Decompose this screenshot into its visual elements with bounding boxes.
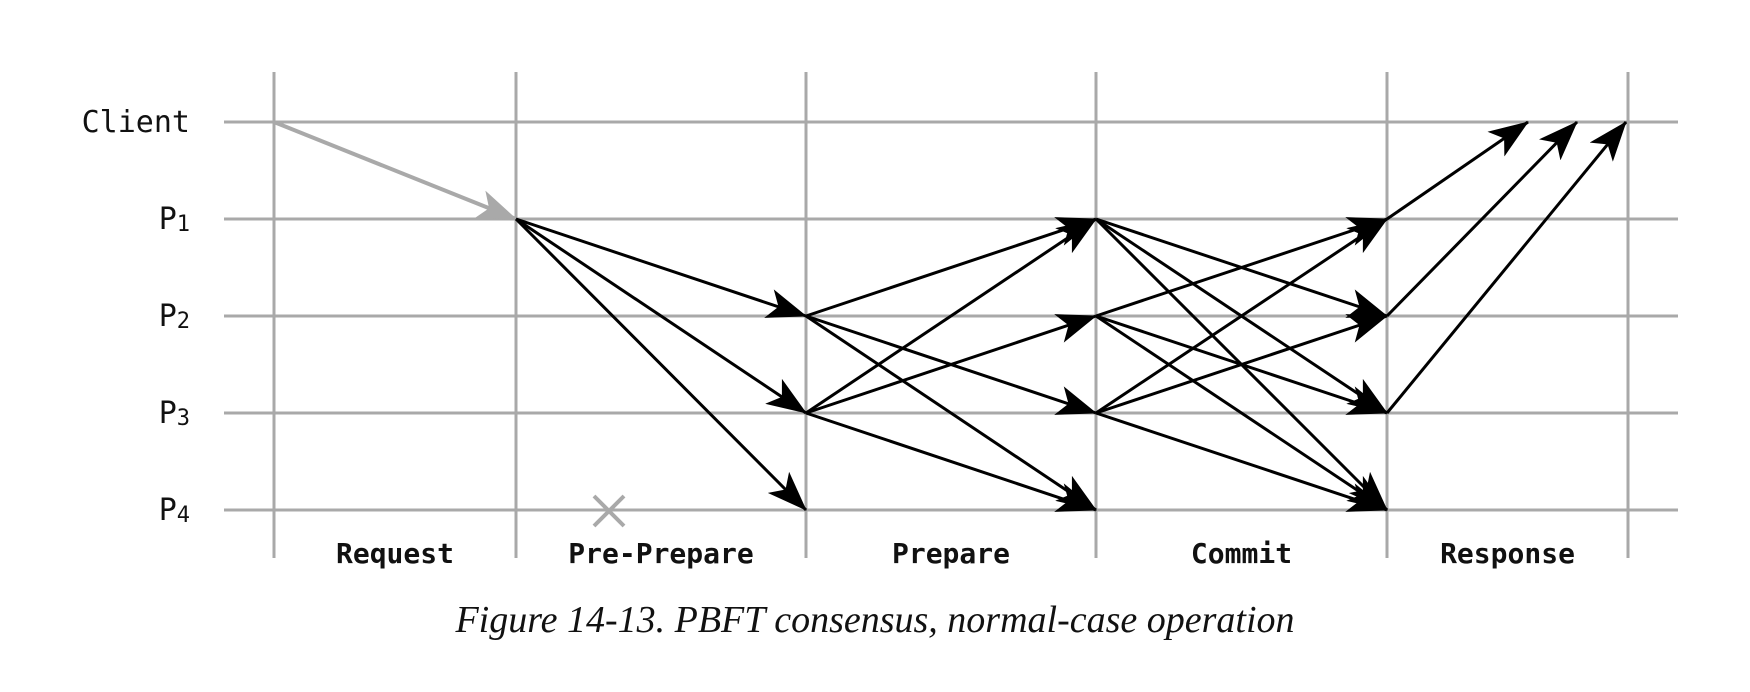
faulty-marker bbox=[592, 494, 626, 528]
arrow-response-p2-to-client bbox=[1385, 120, 1579, 318]
phase-label-response: Response bbox=[1440, 537, 1575, 570]
arrow-pre-prepare-p1-to-p3 bbox=[515, 217, 807, 415]
row-label-client: Client bbox=[82, 105, 190, 140]
phase-labels: Request Pre-Prepare Prepare Commit Response bbox=[336, 537, 1575, 570]
arrow-commit-p2-to-p4 bbox=[1095, 314, 1388, 512]
arrow-pre-prepare-p1-to-p2 bbox=[515, 217, 807, 318]
arrow-prepare-p3-to-p1 bbox=[805, 217, 1097, 415]
message-arrows bbox=[273, 120, 1628, 512]
figure-caption: Figure 14-13. PBFT consensus, normal-cas… bbox=[454, 599, 1294, 641]
phase-label-prepare: Prepare bbox=[892, 537, 1010, 570]
phase-label-pre-prepare: Pre-Prepare bbox=[568, 537, 753, 570]
row-label-p1: P1 bbox=[159, 202, 190, 237]
row-label-p3: P3 bbox=[159, 396, 190, 431]
arrow-request-client-to-p1 bbox=[273, 120, 517, 221]
arrow-pre-prepare-p1-to-p4 bbox=[514, 217, 808, 512]
arrow-prepare-p3-to-p4 bbox=[805, 411, 1097, 512]
row-label-p4: P4 bbox=[159, 493, 190, 528]
row-label-p2: P2 bbox=[159, 299, 190, 334]
phase-label-commit: Commit bbox=[1191, 537, 1292, 570]
arrow-prepare-p2-to-p4 bbox=[805, 314, 1097, 512]
phase-label-request: Request bbox=[336, 537, 454, 570]
arrow-commit-p3-to-p4 bbox=[1095, 411, 1388, 512]
arrow-prepare-p3-to-p2 bbox=[805, 314, 1097, 415]
arrow-commit-p2-to-p1 bbox=[1095, 217, 1388, 318]
arrow-response-p3-to-client bbox=[1385, 121, 1628, 414]
arrow-commit-p3-to-p2 bbox=[1095, 314, 1388, 415]
arrow-commit-p3-to-p1 bbox=[1095, 217, 1388, 415]
arrow-response-p1-to-client bbox=[1386, 120, 1529, 221]
cross-icon bbox=[592, 494, 626, 528]
arrow-prepare-p2-to-p1 bbox=[805, 217, 1097, 318]
